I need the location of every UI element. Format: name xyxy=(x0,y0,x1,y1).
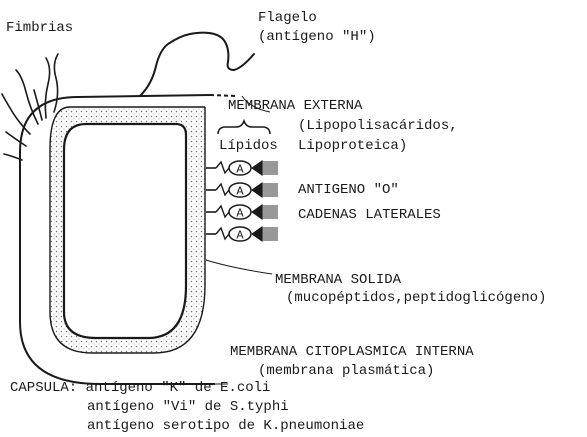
antigen-wedge xyxy=(252,183,262,197)
label-fimbrias: Fimbrias xyxy=(6,20,73,37)
label-antigeno-o: ANTIGENO "O" xyxy=(298,182,399,199)
flagellum xyxy=(140,33,254,96)
fimbria xyxy=(2,94,30,134)
cytoplasmic-membrane xyxy=(64,124,186,338)
label-flagelo-antigen: (antígeno "H") xyxy=(258,29,376,46)
fimbria xyxy=(6,132,26,146)
leader-solid-membrane xyxy=(206,260,272,274)
o-antigen-chain: A xyxy=(206,227,278,243)
label-mucopeptidos: (mucopéptidos,peptidoglicógeno) xyxy=(286,290,546,307)
label-lipoproteica: Lipoproteica) xyxy=(298,138,407,155)
o-antigen-chain: A xyxy=(206,161,278,177)
antigen-wedge xyxy=(252,227,262,241)
label-membrana-solida: MEMBRANA SOLIDA xyxy=(275,272,401,289)
outer-membrane-dashed xyxy=(210,95,236,96)
label-lipidos: Lípidos xyxy=(219,138,278,155)
label-cadenas-laterales: CADENAS LATERALES xyxy=(298,207,441,224)
antigen-letter: A xyxy=(236,163,244,177)
antigen-wedge xyxy=(252,205,262,219)
antigen-letter: A xyxy=(236,229,244,243)
antigen-wedge xyxy=(252,161,262,175)
fimbria xyxy=(54,54,58,112)
label-capsula-serotype-antigen: antígeno serotipo de K.pneumoniae xyxy=(87,418,364,435)
antigen-letter: A xyxy=(236,207,244,221)
fimbria xyxy=(45,58,49,118)
label-capsula-k-antigen: CAPSULA: antígeno "K" de E.coli xyxy=(10,380,270,397)
label-membrana-externa: MEMBRANA EXTERNA xyxy=(228,98,362,115)
o-antigen-chain: A xyxy=(206,183,278,199)
label-membrana-plasmatica: (membrana plasmática) xyxy=(258,363,434,380)
antigen-letter: A xyxy=(236,185,244,199)
label-flagelo: Flagelo xyxy=(258,10,317,27)
fimbria xyxy=(16,70,38,124)
lipid-bracket xyxy=(218,121,270,134)
label-lipopolisacaridos: (Lipopolisacáridos, xyxy=(298,118,458,135)
o-antigen-chain: A xyxy=(206,205,278,221)
label-capsula-vi-antigen: antígeno "Vi" de S.typhi xyxy=(87,399,289,416)
label-membrana-citoplasmica: MEMBRANA CITOPLASMICA INTERNA xyxy=(230,344,474,361)
